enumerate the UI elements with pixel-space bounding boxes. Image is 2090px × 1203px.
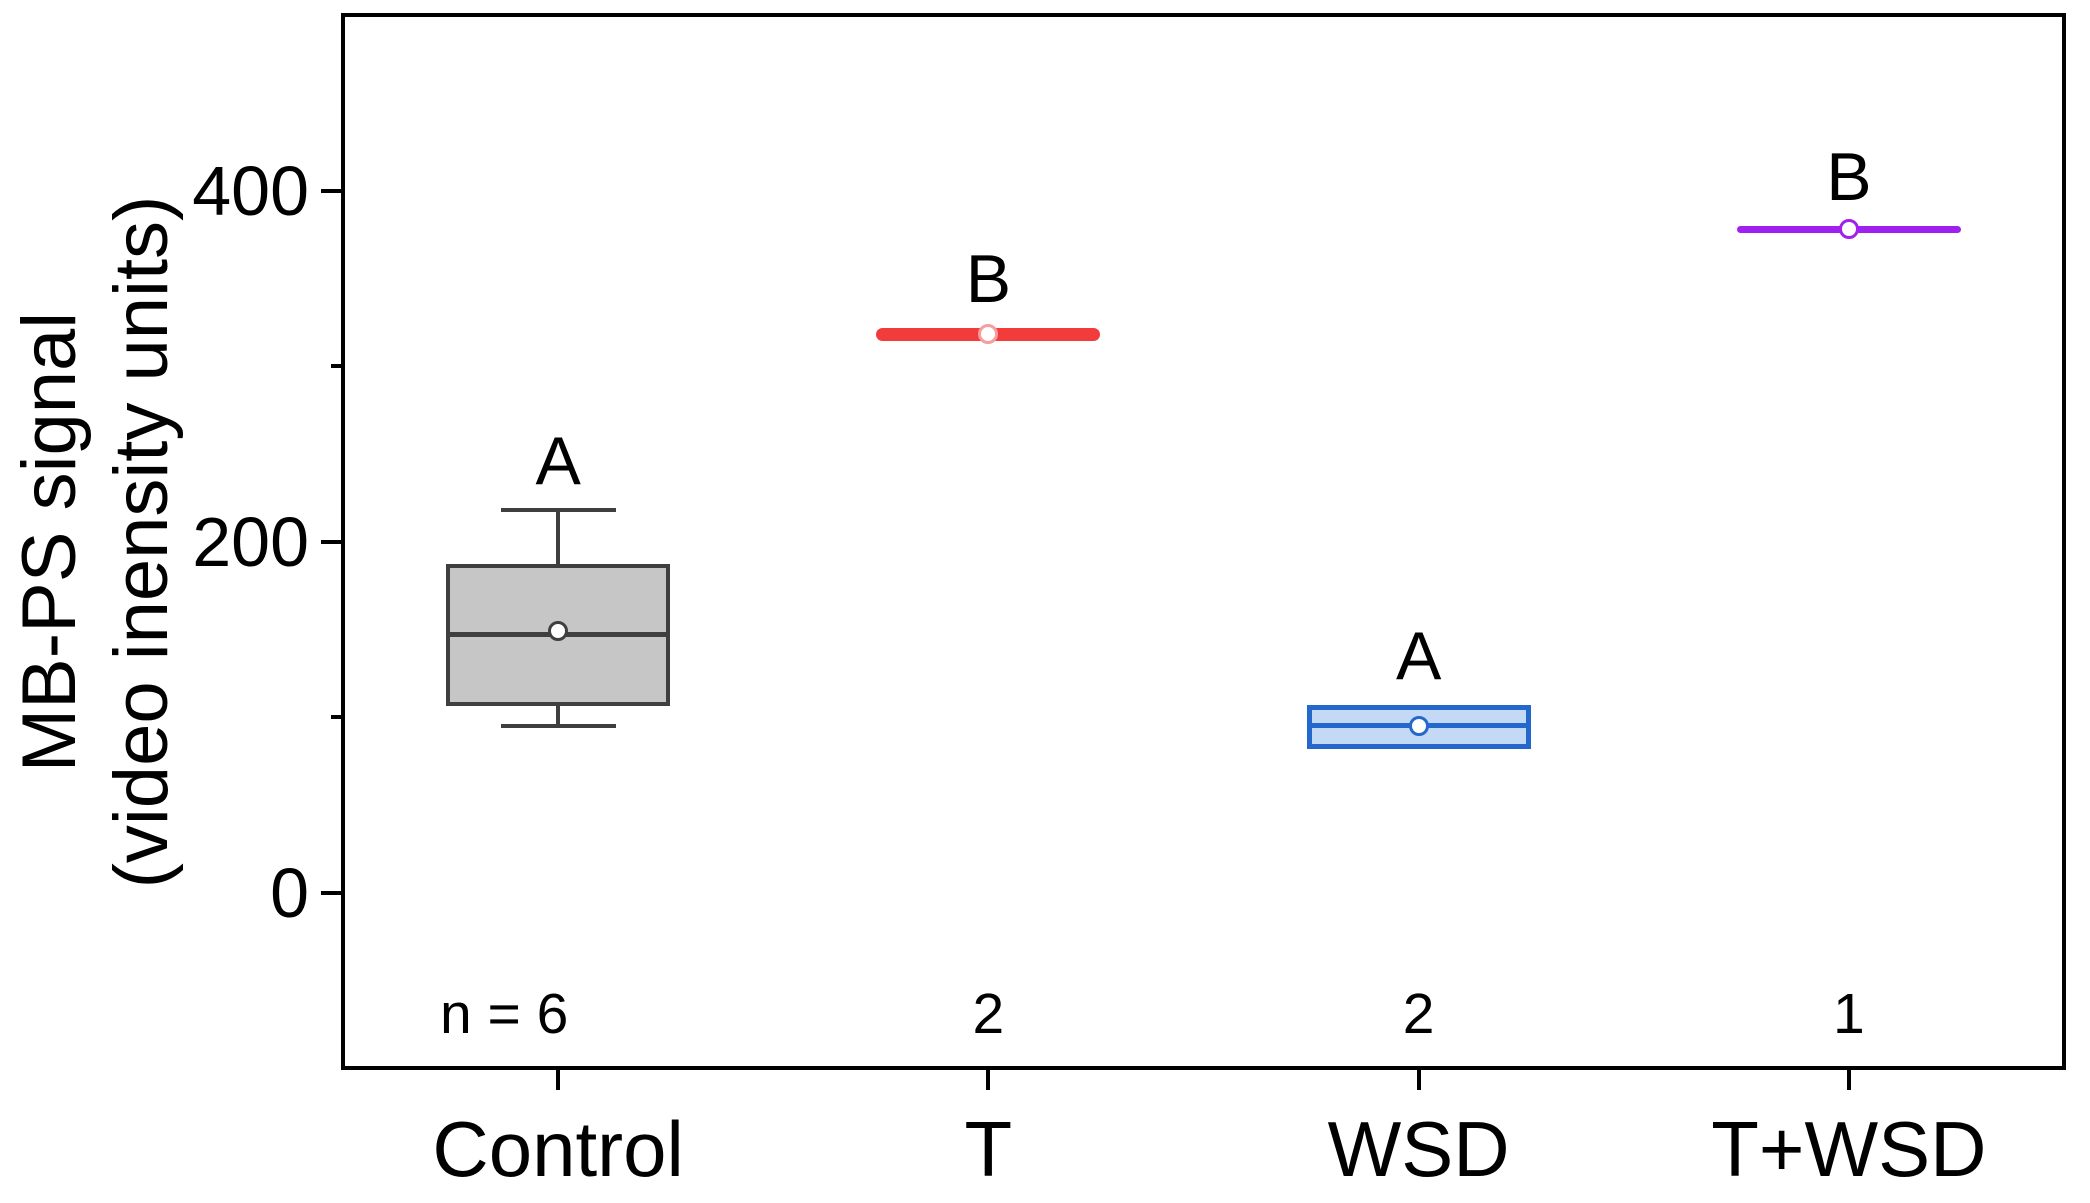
x-category-label: T+WSD bbox=[1711, 1105, 1987, 1193]
sample-size-label: n = 6 bbox=[439, 982, 569, 1046]
x-tick bbox=[1416, 1068, 1421, 1090]
upper-whisker-cap bbox=[500, 507, 616, 512]
significance-letter: A bbox=[1395, 617, 1442, 694]
y-major-tick bbox=[321, 188, 343, 193]
mean-marker bbox=[978, 324, 999, 345]
y-tick-label: 200 bbox=[192, 502, 309, 581]
significance-letter: B bbox=[965, 240, 1012, 317]
x-category-label: WSD bbox=[1327, 1105, 1510, 1193]
y-major-tick bbox=[321, 539, 343, 544]
y-minor-tick bbox=[331, 715, 343, 719]
sample-size-label: 2 bbox=[1402, 982, 1435, 1046]
sample-size-label: 1 bbox=[1833, 982, 1865, 1046]
lower-whisker-stem bbox=[556, 706, 561, 726]
x-category-label: T bbox=[964, 1105, 1013, 1193]
x-category-label: Control bbox=[432, 1105, 684, 1193]
upper-whisker-stem bbox=[556, 509, 561, 565]
mean-marker bbox=[548, 621, 569, 641]
y-major-tick bbox=[321, 890, 343, 895]
x-tick bbox=[1846, 1068, 1851, 1090]
y-minor-tick bbox=[331, 364, 343, 368]
mean-marker bbox=[1838, 219, 1859, 240]
lower-whisker-cap bbox=[500, 723, 616, 728]
x-tick bbox=[986, 1068, 991, 1090]
significance-letter: B bbox=[1826, 138, 1872, 215]
x-tick bbox=[556, 1068, 561, 1090]
significance-letter: A bbox=[535, 422, 581, 499]
mean-marker bbox=[1408, 715, 1429, 736]
sample-size-label: 2 bbox=[972, 982, 1005, 1046]
y-tick-label: 400 bbox=[192, 151, 309, 230]
plot-area bbox=[341, 13, 2066, 1070]
y-tick-label: 0 bbox=[270, 853, 309, 932]
